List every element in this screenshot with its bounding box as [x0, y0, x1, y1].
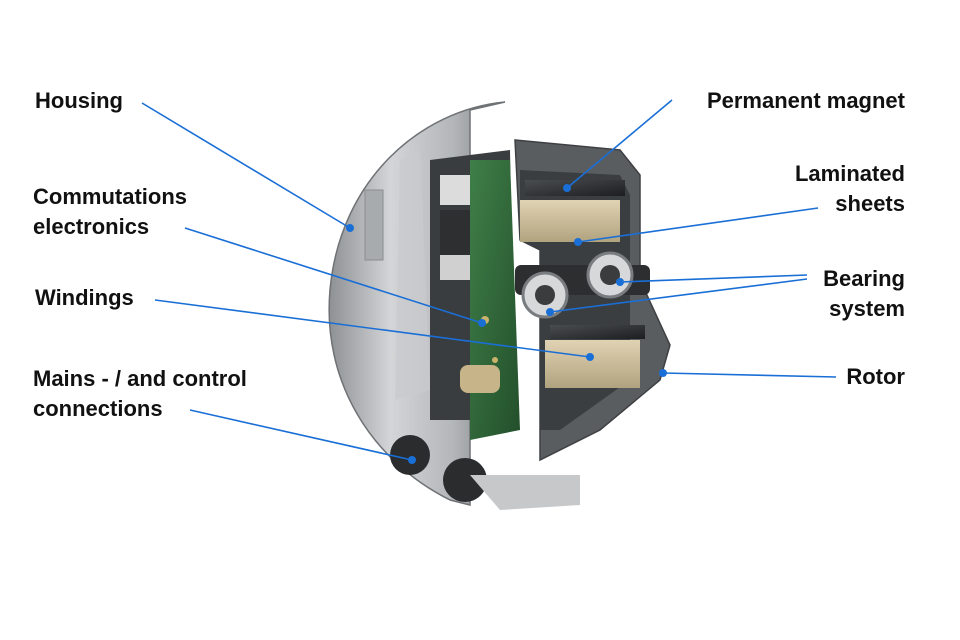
label-mains-control-connections: Mains - / and control connections: [33, 366, 247, 421]
label-bearing-system: Bearing system: [823, 266, 905, 321]
label-commutation-electronics: Commutations electronics: [33, 184, 187, 239]
cable-glands: [390, 435, 580, 510]
laminated-sheets: [520, 200, 640, 388]
pcb-board: [460, 160, 520, 440]
label-permanent-magnet: Permanent magnet: [706, 88, 905, 113]
label-housing: Housing: [35, 88, 123, 113]
label-rotor: Rotor: [846, 364, 905, 389]
label-laminated-sheets: Laminated sheets: [794, 161, 905, 216]
leader-lines: [141, 99, 837, 464]
bearing-system-shape: [515, 251, 650, 319]
label-windings: Windings: [35, 285, 134, 310]
permanent-magnets: [525, 180, 645, 339]
